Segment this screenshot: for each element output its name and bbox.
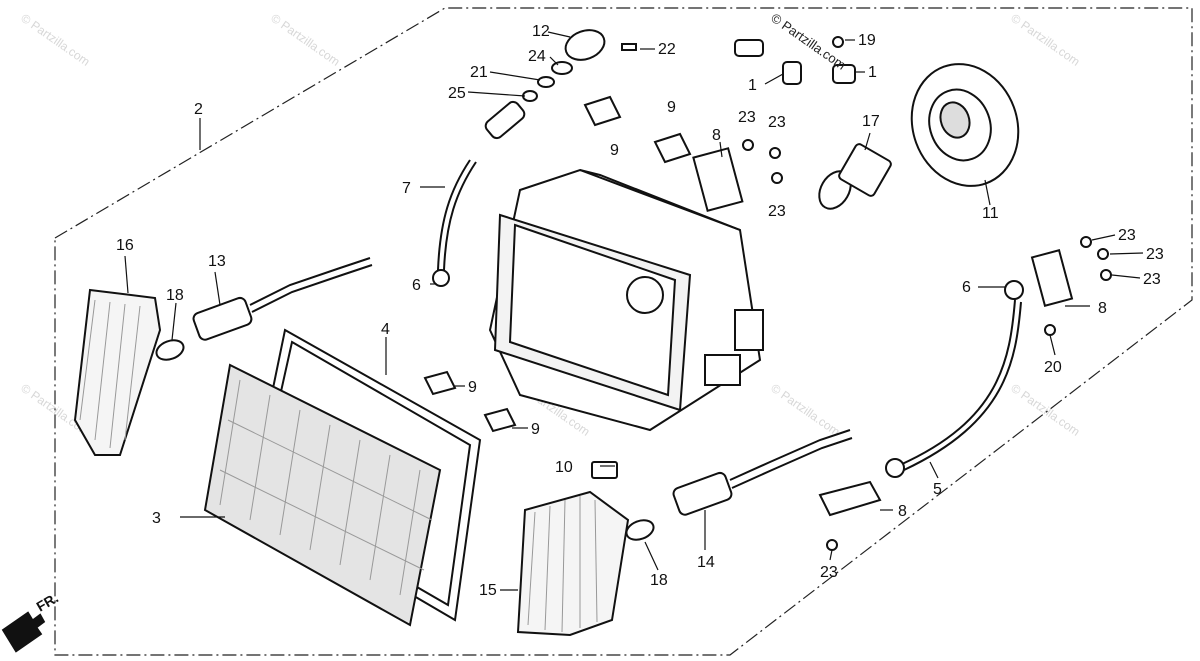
callout-label: 16 [116,237,134,254]
turn-signal-lens-right [516,490,630,637]
watermark: © Partzilla.com [768,381,842,439]
callout-label: 25 [448,85,466,102]
callout-label: 23 [1118,227,1136,244]
watermark: © Partzilla.com [1008,11,1082,69]
turn-signal-lens-left [73,288,162,456]
callout-label: 23 [820,564,838,581]
callout-label: 18 [650,572,668,589]
callout-label: 23 [738,109,756,126]
small-hardware [423,29,1112,551]
callout-label: 21 [470,64,488,81]
front-direction-label: FR. [34,589,62,614]
watermark: © Partzilla.com [18,11,92,69]
callout-label: 10 [555,459,573,476]
callout-label: 23 [768,203,786,220]
callout-label: 5 [933,481,942,498]
callout-label: 14 [697,554,715,571]
callout-label: 23 [1146,246,1164,263]
callout-label: 15 [479,582,497,599]
callout-label: 4 [381,321,390,338]
callout-label: 23 [1143,271,1161,288]
callout-label: 9 [667,99,676,116]
callout-label: 24 [528,48,546,65]
callout-label: 9 [610,142,619,159]
callout-label: 2 [194,101,203,118]
callout-label: 12 [532,23,550,40]
bulb-socket-left [155,257,373,361]
callout-label: 8 [898,503,907,520]
front-direction-arrow: FR. [1,589,62,653]
assembly-boundary [54,7,1193,656]
callout-label: 13 [208,253,226,270]
callout-label: 17 [862,113,880,130]
callout-label: 18 [166,287,184,304]
callout-label: 9 [531,421,540,438]
bulb-socket-right [625,429,853,541]
headlight-unit [203,328,482,627]
callout-label: 6 [962,279,971,296]
callout-labels: 12 24 22 21 25 19 1 1 9 9 23 23 8 17 11 … [116,23,1164,599]
watermark: © Partzilla.com [268,11,342,69]
callout-label: 23 [768,114,786,131]
callout-label: 7 [402,180,411,197]
callout-label: 1 [748,77,757,94]
callout-label: 9 [468,379,477,396]
pilot-cables [432,100,1024,478]
headlight-housing [488,168,764,432]
callout-label: 3 [152,510,161,527]
watermark: © Partzilla.com [1008,381,1082,439]
callout-label: 8 [1098,300,1107,317]
callout-label: 1 [868,64,877,81]
callout-label: 22 [658,41,676,58]
callout-label: 8 [712,127,721,144]
bulb-boot [910,63,1020,187]
callout-label: 19 [858,32,876,49]
leader-lines [124,31,1144,591]
callout-label: 6 [412,277,421,294]
callout-label: 11 [982,205,999,222]
callout-label: 20 [1044,359,1062,376]
headlight-bulb [818,143,892,210]
